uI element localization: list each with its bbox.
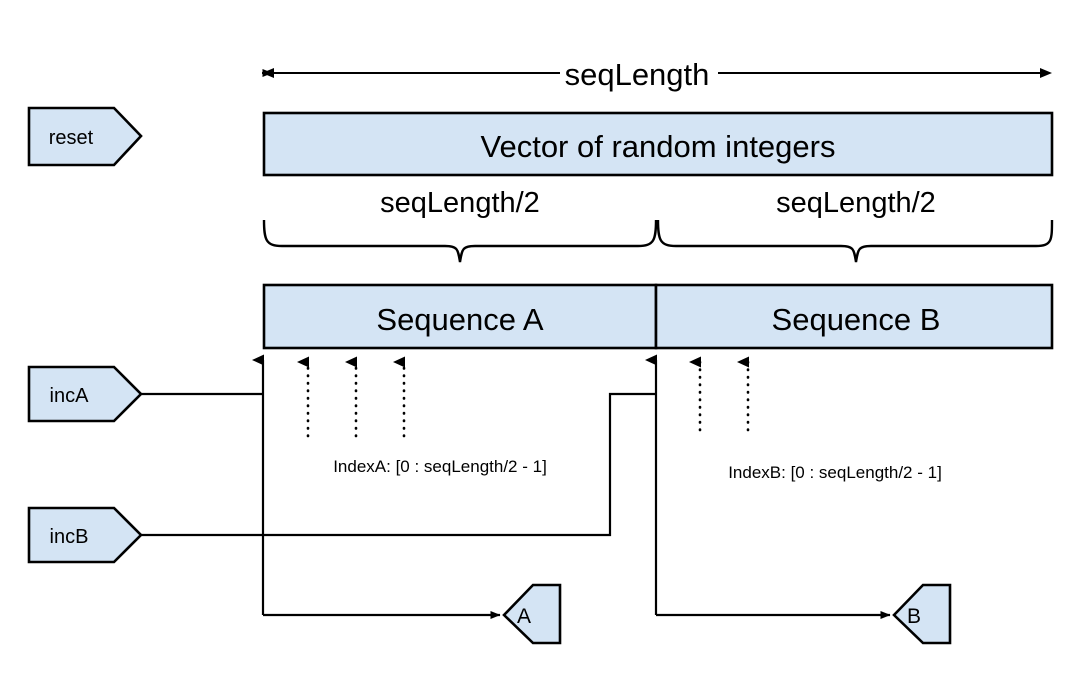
reset-label: reset	[49, 127, 94, 149]
seqlength-half-label-a: seqLength/2	[380, 187, 540, 219]
vector-box-label: Vector of random integers	[481, 129, 836, 164]
sequence-b-label: Sequence B	[772, 302, 941, 337]
inca-label: incA	[50, 385, 90, 407]
inca-input-shape[interactable]	[27, 365, 143, 423]
incb-label: incB	[50, 526, 89, 548]
brace-left	[262, 219, 658, 263]
index-a-dotted-arrows	[297, 356, 406, 438]
seqlength-measure-arrow	[262, 68, 1052, 78]
output-b-label: B	[907, 605, 921, 628]
brace-right	[656, 219, 1054, 263]
incb-input-shape[interactable]	[27, 506, 143, 564]
sequence-b-box	[654, 283, 1054, 350]
output-b-shape[interactable]	[892, 583, 952, 645]
sequence-a-label: Sequence A	[376, 302, 544, 337]
reset-input-shape[interactable]	[27, 106, 143, 167]
incb-wire	[141, 392, 656, 537]
seqlength-half-label-b: seqLength/2	[776, 187, 936, 219]
seqlength-label: seqLength	[565, 57, 710, 92]
index-b-dotted-arrows	[689, 356, 750, 432]
index-b-label: IndexB: [0 : seqLength/2 - 1]	[728, 463, 942, 482]
vector-box	[262, 111, 1054, 177]
output-a-shape[interactable]	[502, 583, 562, 645]
output-a-label: A	[517, 605, 531, 628]
index-a-label: IndexA: [0 : seqLength/2 - 1]	[333, 457, 547, 476]
